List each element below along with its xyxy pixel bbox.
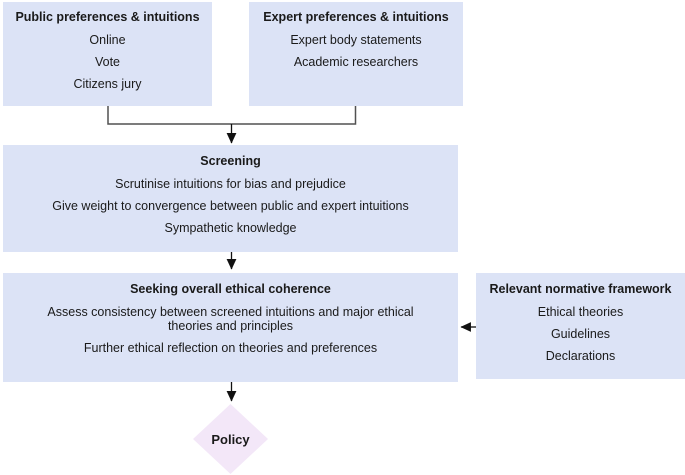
public-preferences-title: Public preferences & intuitions xyxy=(15,10,200,24)
public-preferences-box: Public preferences & intuitions Online V… xyxy=(3,2,212,106)
screening-title: Screening xyxy=(200,154,261,168)
expert-preferences-box: Expert preferences & intuitions Expert b… xyxy=(249,2,463,106)
merge-elbow-connector xyxy=(107,106,357,125)
box-item: Ethical theories xyxy=(537,305,624,319)
policy-label: Policy xyxy=(211,431,250,447)
box-item: Academic researchers xyxy=(293,55,419,69)
box-item: Give weight to convergence between publi… xyxy=(52,199,409,213)
box-item: Declarations xyxy=(545,349,616,363)
policy-diamond: Policy xyxy=(193,404,268,474)
box-item: Expert body statements xyxy=(290,33,422,47)
box-item: Scrutinise intuitions for bias and preju… xyxy=(115,177,346,191)
expert-preferences-title: Expert preferences & intuitions xyxy=(263,10,449,24)
ethical-coherence-box: Seeking overall ethical coherence Assess… xyxy=(3,273,458,382)
box-item: Online xyxy=(89,33,126,47)
ethical-coherence-title: Seeking overall ethical coherence xyxy=(130,282,331,296)
box-item: Assess consistency between screened intu… xyxy=(47,305,414,333)
normative-framework-box: Relevant normative framework Ethical the… xyxy=(476,273,685,379)
box-item: Citizens jury xyxy=(73,77,142,91)
box-item: Sympathetic knowledge xyxy=(164,221,297,235)
box-item: Vote xyxy=(94,55,121,69)
box-item: Further ethical reflection on theories a… xyxy=(83,341,378,355)
screening-box: Screening Scrutinise intuitions for bias… xyxy=(3,145,458,252)
normative-framework-title: Relevant normative framework xyxy=(489,282,672,296)
box-item: Guidelines xyxy=(550,327,611,341)
